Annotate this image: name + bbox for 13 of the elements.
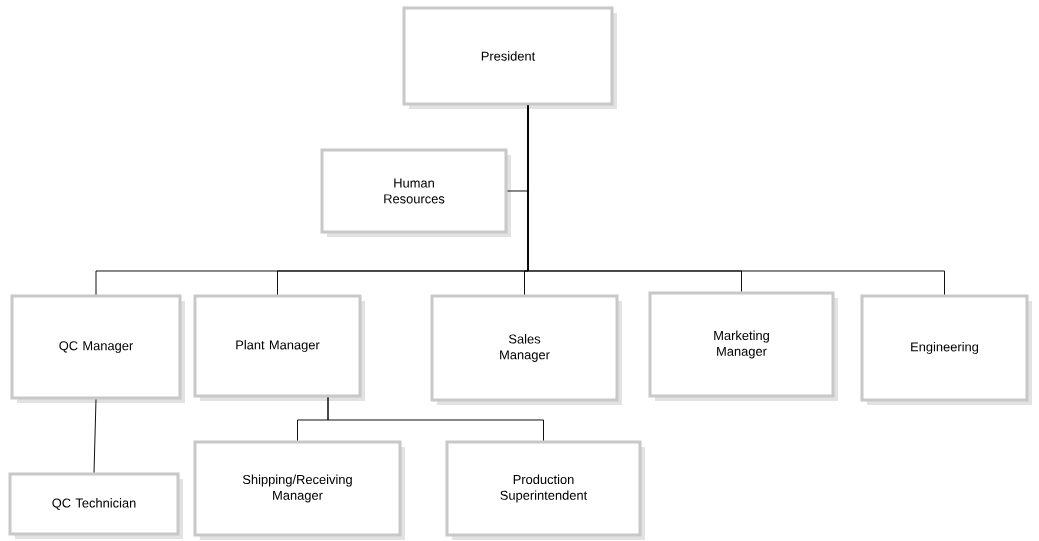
org-box: Sales Manager [430, 294, 622, 405]
org-box: Production Superintendent [445, 440, 645, 540]
org-box: Human Resources [320, 148, 511, 237]
org-box: QC Manager [10, 294, 185, 403]
org-box: QC Technician [8, 472, 183, 539]
org-box: President [402, 6, 617, 109]
connector-line [527, 105, 945, 295]
org-box: Marketing Manager [648, 291, 838, 401]
org-box: Engineering [860, 294, 1032, 405]
connector-line [327, 397, 544, 441]
org-box: Plant Manager [193, 294, 365, 401]
org-box: Shipping/Receiving Manager [193, 440, 405, 540]
connector-line [93, 399, 97, 473]
